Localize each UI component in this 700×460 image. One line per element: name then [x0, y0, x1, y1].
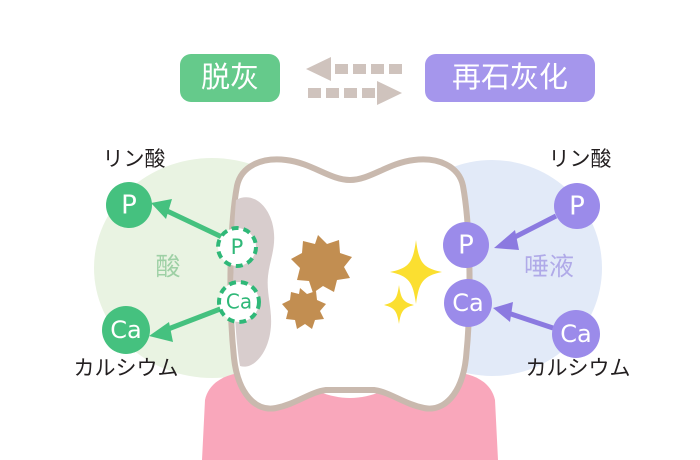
left-calcium-label: カルシウム: [74, 356, 179, 380]
arrow-phosphorus-out-left: [151, 199, 226, 241]
token-label: P: [121, 191, 137, 221]
token-label: Ca: [452, 289, 483, 317]
calcium-token-outside-right: Ca: [552, 310, 600, 358]
acid-zone-label: 酸: [155, 252, 180, 281]
calcium-token-inside-right: Ca: [444, 279, 492, 327]
arrow-calcium-out-left: [149, 303, 229, 342]
demineralization-badge[interactable]: 脱灰: [180, 54, 280, 102]
decay-spot-small: [282, 288, 326, 329]
phosphorus-token-outside-right: P: [554, 183, 600, 229]
token-label: Ca: [226, 290, 252, 314]
token-label: P: [231, 235, 244, 259]
phosphorus-token-outside-left: P: [106, 182, 152, 228]
phosphorus-token-inside-right: P: [443, 222, 489, 268]
token-label: Ca: [110, 316, 141, 344]
sparkle-large: [390, 240, 442, 304]
calcium-token-inside-left: Ca: [217, 280, 261, 324]
right-phosphoric-acid-label: リン酸: [549, 147, 612, 171]
phosphorus-token-inside-left: P: [216, 226, 258, 268]
arrow-phosphorus-in-right: [494, 213, 558, 250]
tooth-shape: [227, 156, 473, 412]
sparkle-small: [384, 285, 414, 324]
remineralization-badge-label: 再石灰化: [452, 60, 568, 94]
arrow-calcium-in-right: [493, 302, 554, 331]
saliva-zone-label: 唾液: [524, 252, 574, 281]
right-calcium-label: カルシウム: [526, 356, 631, 380]
token-label: P: [458, 231, 474, 261]
dashed-arrow-right-icon: [308, 81, 402, 105]
calcium-token-outside-left: Ca: [102, 306, 150, 354]
demineralization-badge-label: 脱灰: [201, 60, 259, 94]
remineralization-badge[interactable]: 再石灰化: [425, 54, 595, 102]
dashed-arrow-left-icon: [306, 57, 402, 81]
left-phosphoric-acid-label: リン酸: [103, 147, 166, 171]
token-label: P: [569, 192, 585, 222]
token-label: Ca: [560, 320, 591, 348]
decay-spot-large: [291, 235, 352, 293]
